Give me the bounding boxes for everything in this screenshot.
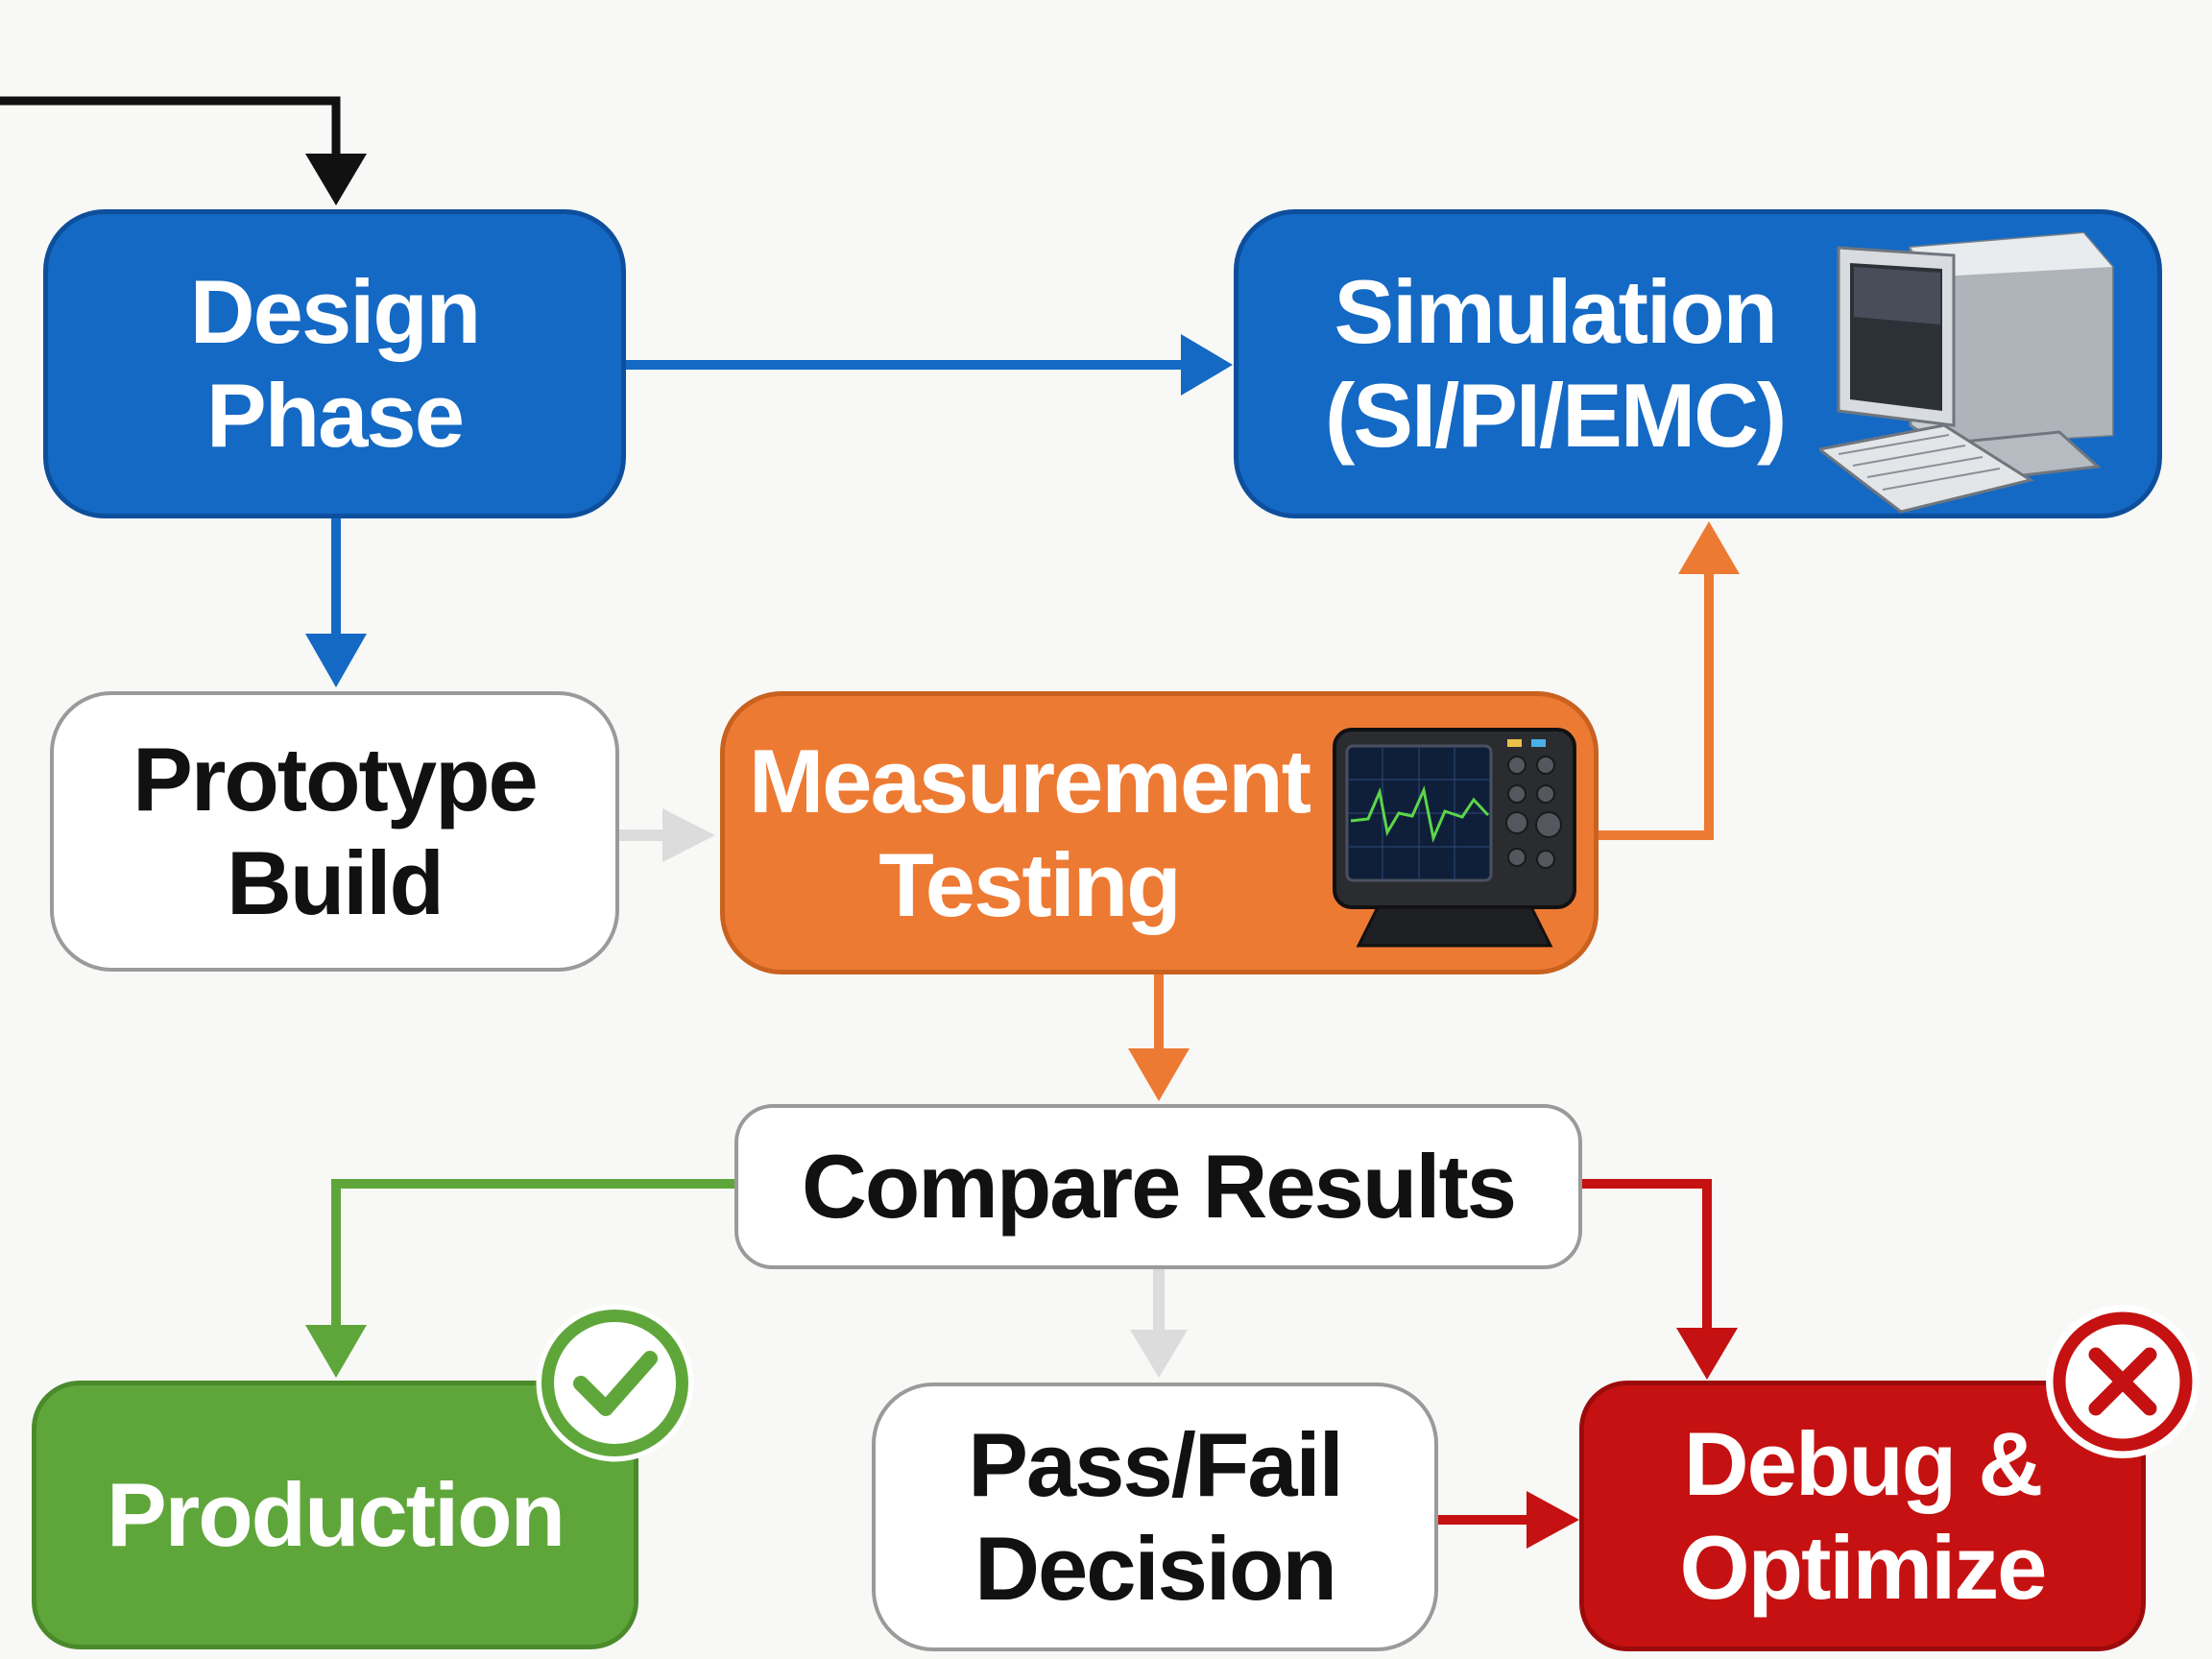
node-prototype-build[interactable]: Prototype Build — [50, 691, 619, 972]
arrow-passfail-to-debug — [1438, 1491, 1579, 1549]
node-simulation-label: Simulation (SI/PI/EMC) — [1325, 261, 1787, 466]
arrow-design-to-prototype — [305, 518, 367, 687]
computer-icon — [1819, 231, 2114, 514]
node-pass-fail-decision-label: Pass/Fail Decision — [968, 1414, 1344, 1619]
arrow-compare-to-production — [305, 1179, 734, 1378]
node-design-phase[interactable]: Design Phase — [43, 209, 626, 518]
node-prototype-build-label: Prototype Build — [132, 729, 539, 933]
node-production[interactable]: Production — [32, 1381, 638, 1649]
node-production-label: Production — [106, 1464, 565, 1565]
entry-arrow — [0, 96, 367, 205]
node-pass-fail-decision[interactable]: Pass/Fail Decision — [872, 1382, 1438, 1651]
node-debug-optimize[interactable]: Debug & Optimize — [1579, 1381, 2146, 1651]
check-badge-icon — [536, 1304, 694, 1462]
arrow-compare-to-passfail — [1130, 1269, 1188, 1378]
oscilloscope-icon — [1333, 728, 1576, 948]
cross-badge-icon — [2046, 1305, 2200, 1458]
node-measurement-testing-label: Measurement Testing — [749, 730, 1311, 935]
node-compare-results[interactable]: Compare Results — [734, 1104, 1582, 1269]
node-design-phase-label: Design Phase — [189, 261, 481, 466]
node-debug-optimize-label: Debug & Optimize — [1679, 1413, 2048, 1618]
node-compare-results-label: Compare Results — [801, 1136, 1517, 1237]
arrow-design-to-simulation — [626, 334, 1233, 396]
arrow-compare-to-debug — [1582, 1179, 1738, 1380]
node-simulation[interactable]: Simulation (SI/PI/EMC) — [1234, 209, 2162, 518]
arrow-measurement-to-compare — [1128, 974, 1190, 1101]
arrow-prototype-to-measurement — [619, 808, 715, 862]
arrow-measurement-to-simulation — [1599, 521, 1740, 840]
node-measurement-testing[interactable]: Measurement Testing — [720, 691, 1599, 974]
